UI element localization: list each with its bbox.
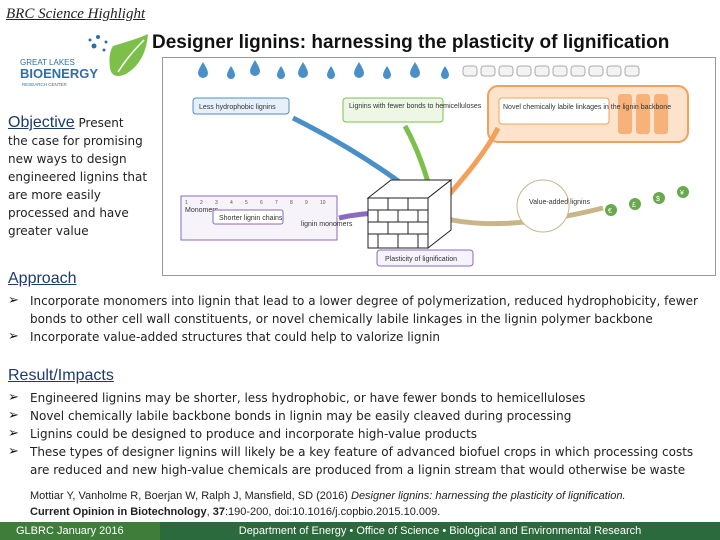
footer-date: GLBRC January 2016 [0,522,160,540]
results-heading: Result/Impacts [8,367,114,384]
labile-label: Novel chemically labile linkages in the … [503,104,671,111]
objective-heading: Objective [8,114,75,131]
svg-text:1: 1 [185,200,188,206]
results-item: Novel chemically labile backbone bonds i… [8,407,714,425]
plasticity-box [376,249,474,267]
approach-item: Incorporate monomers into lignin that le… [8,292,714,328]
logo-line1: GREAT LAKES [20,58,75,67]
lignin-diagram: Less hydrophobic lignins Lignins with fe… [180,60,689,267]
svg-text:6: 6 [260,200,263,206]
lignin-figure: Less hydrophobic lignins Lignins with fe… [162,57,716,276]
svg-text:4: 4 [230,200,233,206]
citation-title: Designer lignins: harnessing the plastic… [351,490,626,502]
hemicellulose-chain [462,65,640,77]
page-title: Designer lignins: harnessing the plastic… [152,32,670,53]
hydrophobic-box [192,97,290,115]
objective-text: the case for promising new ways to desig… [8,134,148,238]
hydrophobic-label: Less hydrophobic lignins [199,104,276,111]
value-added-label: Value-added lignins [529,199,590,206]
header-tag: BRC Science Highlight [6,6,146,22]
citation-rest: :190-200, doi:10.1016/j.copbio.2015.10.0… [224,506,441,518]
citation-journal: Current Opinion in Biotechnology [30,506,207,518]
objective-lead: Present [78,116,124,130]
backbone-links [618,94,668,134]
results-list: Engineered lignins may be shorter, less … [8,389,714,479]
results-item: Engineered lignins may be shorter, less … [8,389,714,407]
results-item: Lignins could be designed to produce and… [8,425,714,443]
fewer-bonds-box [342,97,444,123]
svg-text:10: 10 [320,200,326,206]
brick-wall [366,178,453,250]
citation: Mottiar Y, Vanholme R, Boerjan W, Ralph … [30,490,626,518]
approach-item: Incorporate value-added structures that … [8,328,714,346]
shorter-box [212,209,284,225]
ruler-numbers: 1 2 3 4 5 6 7 8 9 10 [185,200,326,206]
svg-text:2: 2 [200,200,203,206]
svg-text:8: 8 [290,200,293,206]
monomers-label: Monomers [185,207,219,214]
svg-text:£: £ [632,202,636,209]
objective-block: Objective Present the case for promising… [8,114,158,240]
results-item: These types of designer lignins will lik… [8,443,714,479]
citation-authors: Mottiar Y, Vanholme R, Boerjan W, Ralph … [30,490,348,502]
logo-leaf [109,34,148,76]
glbrc-logo: GREAT LAKES BIOENERGY RESEARCH CENTER [20,34,148,87]
citation-volume: 37 [212,506,225,518]
arrow-tan [442,205,604,227]
footer: GLBRC January 2016 Department of Energy … [0,522,720,540]
lignin-monomers-label: lignin monomers [301,221,353,228]
svg-text:¥: ¥ [680,190,684,197]
fewer-bonds-label: Lignins with fewer bonds to hemicellulos… [349,103,482,110]
svg-text:5: 5 [245,200,248,206]
footer-dept: Department of Energy • Office of Science… [160,522,720,540]
svg-text:9: 9 [305,200,308,206]
svg-text:€: € [608,208,612,215]
logo-dots [88,35,108,52]
svg-text:3: 3 [215,200,218,206]
logo-line3: RESEARCH CENTER [22,82,68,87]
approach-list: Incorporate monomers into lignin that le… [8,292,714,346]
plasticity-label: Plasticity of lignification [385,256,457,263]
value-added-circle [516,179,570,233]
svg-text:$: $ [656,196,660,203]
labile-box [498,97,610,125]
shorter-label: Shorter lignin chains [219,215,283,222]
logo-line2: BIOENERGY [20,66,98,81]
water-drops [198,60,449,79]
approach-heading: Approach [8,270,77,287]
currency-coins: € £ $ ¥ [605,186,689,216]
svg-text:7: 7 [275,200,278,206]
